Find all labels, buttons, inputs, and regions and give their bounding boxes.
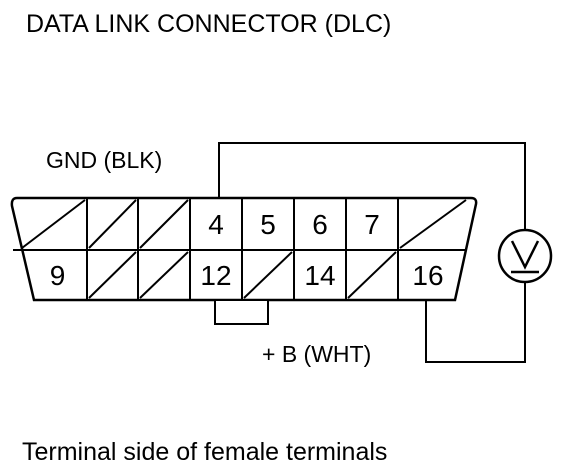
terminal-16: 16 xyxy=(412,260,443,291)
unused-terminal-top-3 xyxy=(139,199,189,249)
terminal-5: 5 xyxy=(260,209,276,240)
battery-wire xyxy=(425,282,526,363)
unused-terminal-top-1 xyxy=(21,199,86,249)
data-link-connector: 4 5 6 7 9 12 14 16 xyxy=(10,196,478,325)
b-label: + B (WHT) xyxy=(262,341,371,367)
caption: Terminal side of female terminals xyxy=(22,438,387,466)
unused-terminal-bottom-7 xyxy=(347,251,397,299)
cell-grid: 4 5 6 7 9 12 14 16 xyxy=(21,198,467,300)
diagram-title: DATA LINK CONNECTOR (DLC) xyxy=(26,10,391,38)
terminal-6: 6 xyxy=(312,209,328,240)
unused-terminal-bottom-3 xyxy=(139,251,189,299)
unused-terminal-bottom-2 xyxy=(88,251,137,299)
terminal-7: 7 xyxy=(364,209,380,240)
ground-wire xyxy=(218,142,526,230)
terminal-4: 4 xyxy=(208,209,224,240)
unused-terminal-top-2 xyxy=(88,199,137,249)
terminal-14: 14 xyxy=(304,260,335,291)
terminal-9: 9 xyxy=(50,260,66,291)
gnd-label: GND (BLK) xyxy=(46,147,162,173)
unused-terminal-top-8 xyxy=(399,199,467,249)
terminal-12: 12 xyxy=(200,260,231,291)
unused-terminal-bottom-5 xyxy=(243,251,293,299)
voltmeter-icon xyxy=(497,228,553,284)
